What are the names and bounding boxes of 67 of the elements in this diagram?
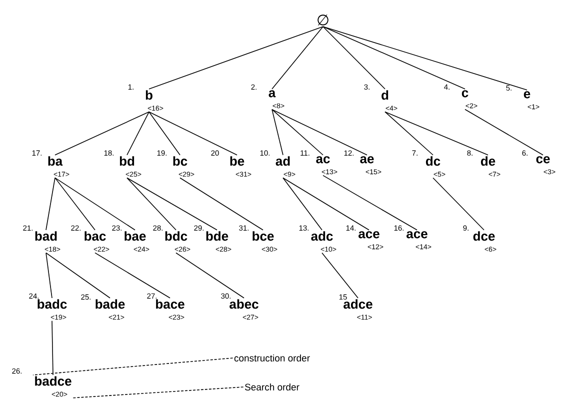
itemset-label: ae (360, 156, 374, 164)
itemset-label: d (382, 90, 388, 100)
itemset-label: ac (316, 156, 330, 164)
itemset-label: bace (156, 299, 184, 309)
itemset-label: ace (406, 231, 428, 238)
itemset-label: de (480, 156, 496, 166)
tree-edge (52, 320, 54, 376)
itemset-label: a (268, 90, 276, 98)
tree-edge (384, 111, 488, 156)
tree-edge (148, 112, 180, 156)
tree-edge (126, 177, 176, 230)
tree-edge (282, 177, 322, 230)
tree-edge (148, 112, 238, 156)
tree-edge (272, 109, 324, 156)
legend-text: construction order (234, 354, 310, 362)
itemset-label: be (230, 156, 244, 166)
itemset-label: dce (473, 231, 495, 241)
legend-text: Search order (244, 384, 300, 390)
itemset-label: badce (35, 376, 72, 386)
tree-edge (176, 252, 244, 298)
tree-edge (54, 177, 136, 230)
tree-edge (148, 26, 324, 90)
itemset-label: badc (38, 299, 67, 309)
tree-edge (322, 26, 386, 90)
tree-edge (126, 177, 218, 230)
tree-edge (54, 177, 96, 230)
tree-edge (322, 26, 466, 90)
tree-edge (322, 26, 528, 90)
tree-edge (322, 252, 358, 298)
tree-edge (432, 177, 484, 230)
itemset-label: c (462, 90, 468, 98)
itemset-label: bdc (165, 231, 188, 241)
itemset-label: e (524, 91, 530, 98)
itemset-label: dc (426, 156, 440, 166)
itemset-label: bae (124, 231, 146, 241)
itemset-label: bac (84, 231, 106, 241)
tree-edge (384, 111, 434, 156)
itemset-label: bc (173, 156, 188, 166)
tree-edge (180, 177, 264, 230)
tree-edge (46, 252, 110, 298)
itemset-label: bd (120, 156, 134, 166)
tree-edge (282, 177, 370, 230)
itemset-label: adce (344, 299, 372, 309)
tree-edge (272, 26, 324, 90)
leader-line (72, 386, 244, 398)
tree-edge (272, 109, 368, 156)
leader-line (32, 358, 234, 376)
itemset-label: ce (536, 156, 550, 164)
tree-edge (322, 175, 418, 230)
itemset-label: ace (358, 231, 380, 238)
tree-edge (94, 252, 170, 298)
tree-edge (464, 109, 544, 156)
tree-edge (46, 252, 52, 298)
root-symbol: ∅ (318, 14, 328, 26)
itemset-label: ad (276, 156, 290, 166)
tree-edge (272, 109, 284, 156)
itemset-label: b (146, 90, 152, 100)
tree-edge (54, 112, 150, 156)
itemset-label: bce (252, 231, 274, 241)
tree-edge (126, 112, 150, 156)
itemset-label: adc (311, 231, 333, 241)
tree-edge (46, 177, 56, 230)
itemset-label: bad (35, 231, 57, 241)
itemset-label: bade (96, 299, 125, 309)
itemset-label: ba (48, 156, 63, 166)
itemset-label: abec (230, 299, 258, 309)
itemset-label: bde (206, 231, 228, 241)
